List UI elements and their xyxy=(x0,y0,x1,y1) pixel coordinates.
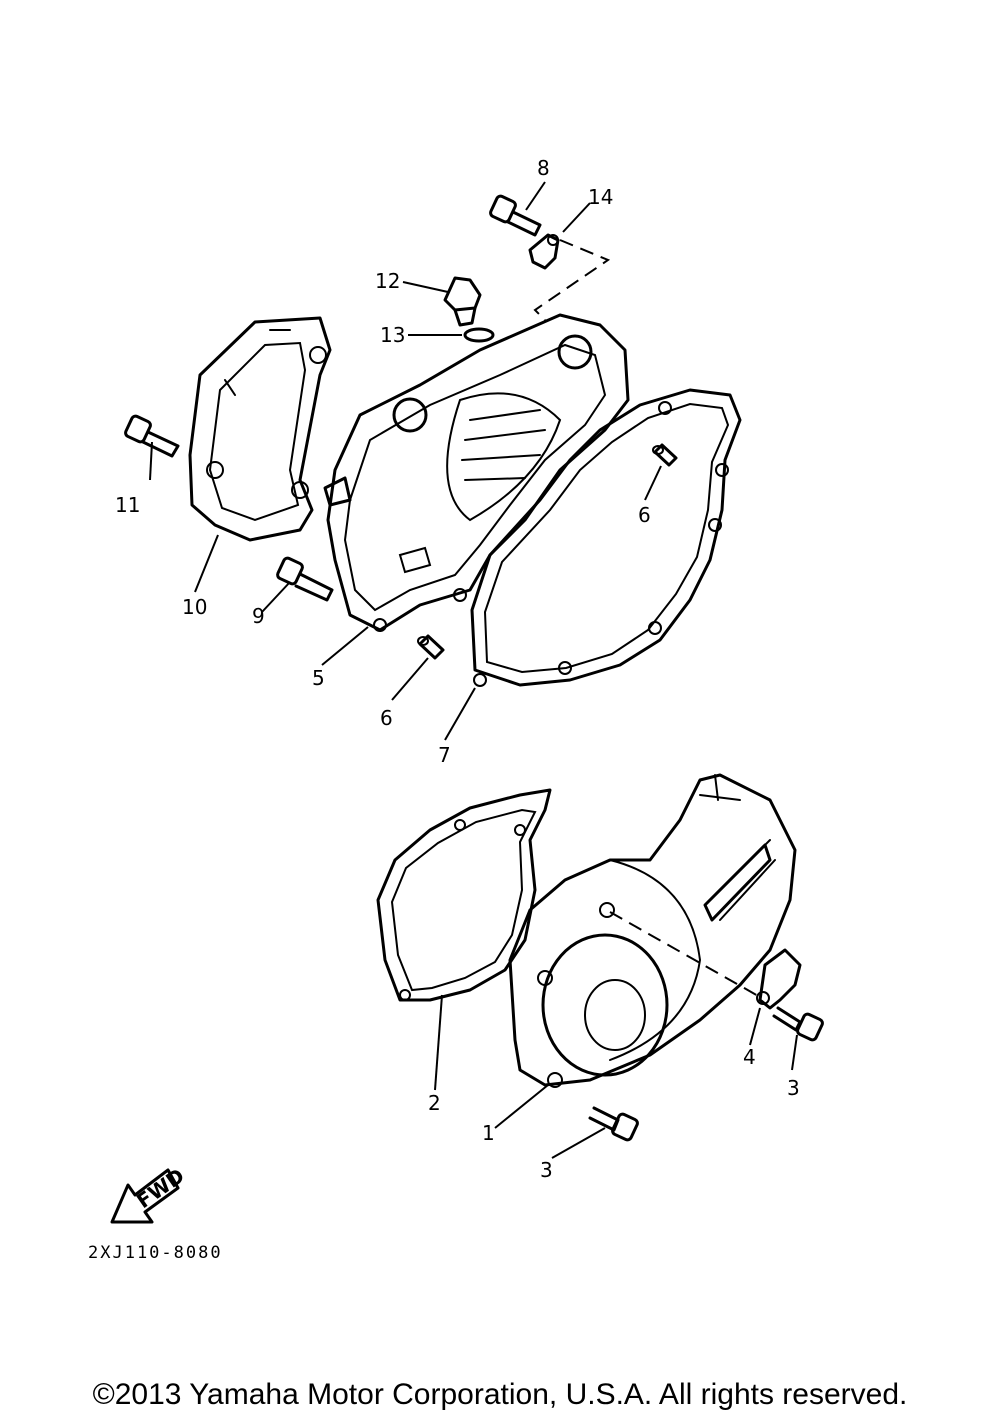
callout-5: 5 xyxy=(312,666,325,690)
part-6-dowel-upper xyxy=(652,443,678,467)
callout-6-lower: 6 xyxy=(380,706,393,730)
part-12-plug xyxy=(443,276,482,327)
part-8-bolt xyxy=(489,194,542,237)
callout-11: 11 xyxy=(115,493,140,517)
part-6-dowel-lower xyxy=(417,634,445,660)
part-1-cover xyxy=(508,773,797,1088)
part-9-bolt xyxy=(276,556,334,602)
part-14-clamp xyxy=(528,233,560,270)
callout-labels: 1 2 3 3 4 5 6 6 7 8 9 10 11 12 13 14 xyxy=(115,156,800,1182)
callout-6-upper: 6 xyxy=(638,503,651,527)
callout-2: 2 xyxy=(428,1091,441,1115)
callout-1: 1 xyxy=(482,1121,495,1145)
callout-13: 13 xyxy=(380,323,405,347)
callout-4: 4 xyxy=(743,1045,756,1069)
part-2-gasket xyxy=(376,788,552,1002)
copyright-notice: ©2013 Yamaha Motor Corporation, U.S.A. A… xyxy=(92,1378,908,1411)
part-3-bolt-right xyxy=(772,1006,824,1042)
part-4-bracket xyxy=(756,948,802,1010)
part-5-crankcase-cover xyxy=(323,313,630,632)
part-10-cover xyxy=(188,316,332,542)
callout-3-right: 3 xyxy=(787,1076,800,1100)
part-7-gasket xyxy=(470,388,742,687)
callout-9: 9 xyxy=(252,604,265,628)
callout-10: 10 xyxy=(182,595,207,619)
callout-14: 14 xyxy=(588,185,613,209)
part-13-oring xyxy=(463,327,495,343)
fwd-label: FWD xyxy=(132,1163,189,1213)
callout-3-lower: 3 xyxy=(540,1158,553,1182)
diagram-code: 2XJ110-8080 xyxy=(88,1243,223,1263)
callout-7: 7 xyxy=(438,743,451,767)
part-3-bolt-lower xyxy=(588,1106,639,1142)
fwd-arrow-icon: FWD xyxy=(110,1163,189,1224)
alignment-line-upper xyxy=(533,239,611,321)
alignment-line-lower xyxy=(609,911,761,998)
leader-lines xyxy=(149,181,798,1159)
callout-8: 8 xyxy=(537,156,550,180)
callout-12: 12 xyxy=(375,269,400,293)
part-11-bolt xyxy=(124,414,180,458)
